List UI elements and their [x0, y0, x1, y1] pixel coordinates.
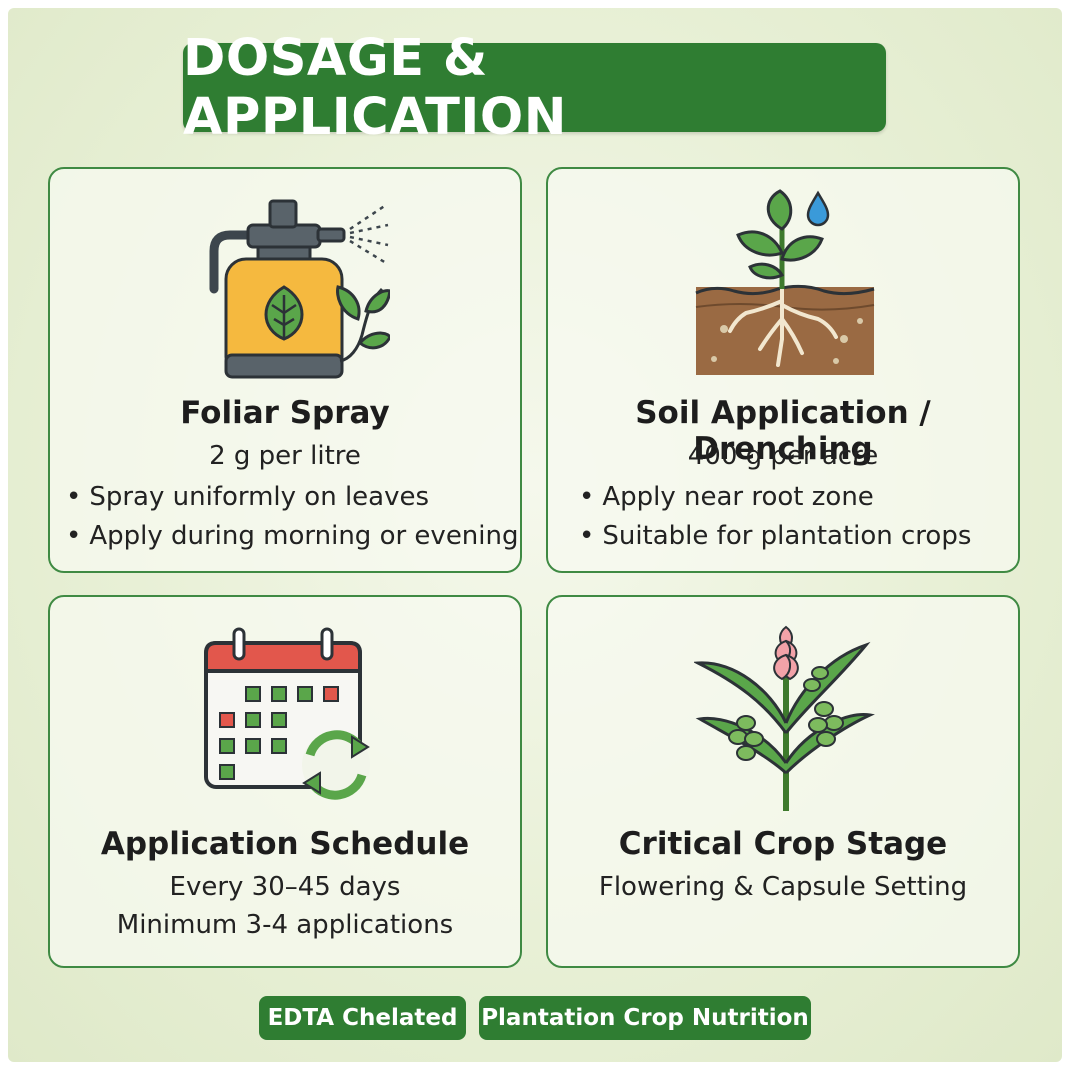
list-item: Spray uniformly on leaves: [66, 478, 519, 517]
dosage-text: 400 g per acre: [687, 441, 879, 471]
plant-roots-soil-icon: [695, 189, 875, 375]
list-item: Suitable for plantation crops: [579, 517, 971, 556]
list-item: Apply near root zone: [579, 478, 971, 517]
card-critical-crop-stage: Critical Crop Stage Flowering & Capsule …: [546, 595, 1020, 968]
card-heading: Critical Crop Stage: [618, 826, 948, 862]
crop-stage-line: Flowering & Capsule Setting: [598, 872, 968, 902]
page-title: DOSAGE & APPLICATION: [183, 28, 567, 147]
spray-bottle-icon: [209, 199, 390, 379]
list-item: Apply during morning or evening: [66, 517, 518, 556]
card-soil-application: Soil Application / Drenching 400 g per a…: [546, 167, 1020, 573]
tag-edta-chelated: EDTA Chelated: [259, 996, 466, 1040]
card-heading: Soil Application / Drenching: [635, 395, 931, 467]
tag-plantation-crop-nutrition: Plantation Crop Nutrition: [479, 996, 811, 1040]
bullet-list: Apply near root zone Suitable for planta…: [579, 478, 971, 556]
schedule-line: Minimum 3-4 applications: [116, 910, 454, 940]
calendar-repeat-icon: [204, 627, 370, 800]
schedule-line: Every 30–45 days: [169, 872, 401, 902]
card-heading: Application Schedule: [100, 826, 470, 862]
title-banner: DOSAGE & APPLICATION: [183, 29, 886, 147]
card-application-schedule: Application Schedule Every 30–45 days Mi…: [48, 595, 522, 968]
flowering-plant-icon: [694, 625, 875, 811]
card-heading: Foliar Spray: [180, 395, 390, 431]
dosage-text: 2 g per litre: [209, 441, 361, 471]
card-foliar-spray: Foliar Spray 2 g per litre Spray uniform…: [48, 167, 522, 573]
bullet-list: Spray uniformly on leaves Apply during m…: [66, 478, 519, 556]
